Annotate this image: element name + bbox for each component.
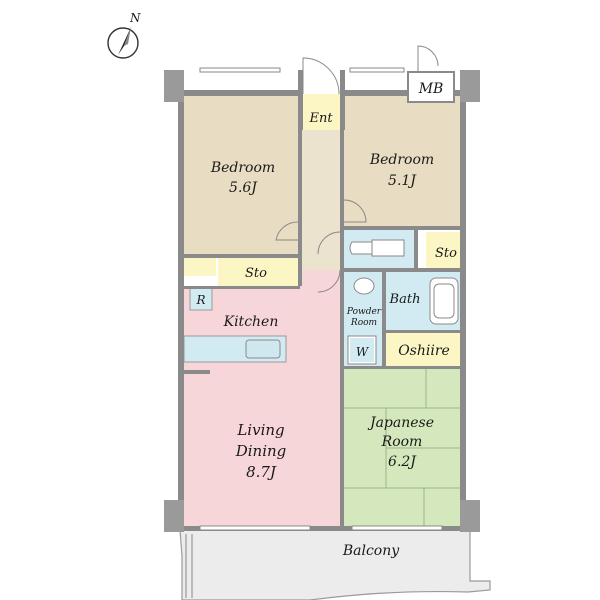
balcony-label: Balcony (342, 543, 400, 559)
bath-label: Bath (389, 292, 421, 307)
column-nw (164, 70, 184, 102)
door-swings (275, 45, 439, 330)
compass-label: N (129, 11, 141, 25)
storage-right-label: Sto (435, 246, 457, 261)
japanese-room-size: 6.2J (388, 454, 417, 470)
meter-box-label: MB (418, 81, 444, 97)
entrance-label: Ent (308, 111, 333, 126)
living-dining-size: 8.7J (246, 463, 277, 481)
bathtub-inner (433, 283, 455, 319)
oshiire-area (386, 332, 462, 366)
japanese-room-area (344, 368, 462, 526)
living-dining-area (182, 370, 342, 526)
living-dining-label-1: Living (236, 421, 284, 439)
storage-right-area (426, 232, 462, 268)
meter-box-area (407, 71, 455, 103)
tatami-lines (344, 368, 462, 526)
corridor-area (300, 130, 344, 270)
washer-inner (350, 338, 374, 362)
balcony-area (179, 529, 491, 600)
bedroom-right-area (344, 96, 462, 228)
balcony-rail (185, 534, 193, 598)
column-sw (164, 500, 184, 532)
entrance-area (300, 94, 344, 130)
bedroom-left-size: 5.6J (229, 180, 258, 196)
japanese-room-label-1: Japanese (367, 415, 434, 431)
washer-label: W (356, 345, 370, 359)
refrigerator-label: R (195, 293, 205, 307)
bedroom-right-size: 5.1J (388, 173, 417, 189)
storage-left-small (184, 258, 216, 276)
bathtub (429, 277, 459, 325)
powder-room-label-1: Powder (346, 307, 382, 317)
powder-room-label-2: Room (350, 318, 377, 328)
bedroom-right-label: Bedroom (369, 152, 434, 168)
windows (199, 67, 443, 531)
storage-left-area (218, 258, 300, 286)
bedroom-left-label: Bedroom (210, 160, 275, 176)
oshiire-label: Oshiire (398, 343, 450, 359)
bedroom-left-area (182, 96, 300, 254)
storage-left-label: Sto (245, 266, 267, 281)
column-se (460, 500, 480, 532)
toilet (349, 239, 405, 257)
kitchen-sink (245, 339, 281, 359)
column-ne (460, 70, 480, 102)
living-dining-label-2: Dining (235, 442, 287, 460)
kitchen-label: Kitchen (223, 314, 279, 330)
powder-sink (353, 277, 375, 295)
japanese-room-label-2: Room (381, 434, 423, 450)
living-upper-area (300, 270, 342, 370)
compass-icon: N (107, 11, 141, 59)
